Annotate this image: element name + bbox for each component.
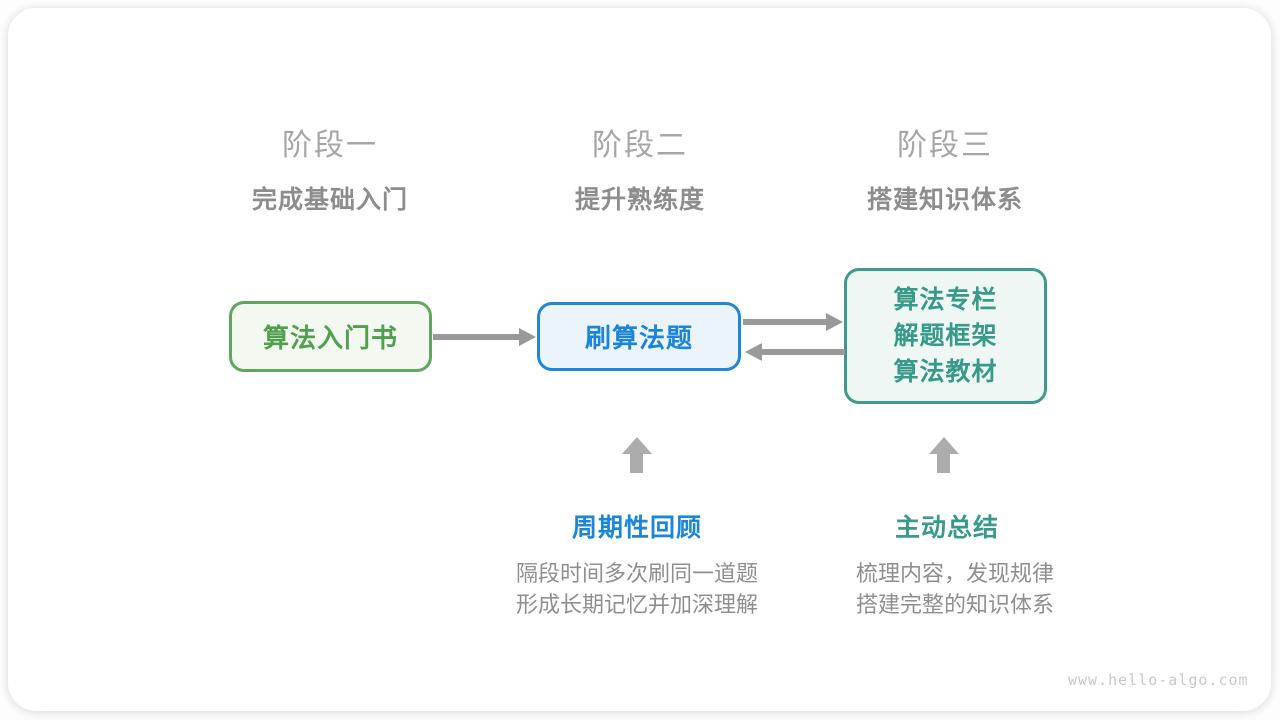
arrow-right-icon	[743, 319, 828, 325]
annotation-periodic-review-desc-line-1: 隔段时间多次刷同一道题	[515, 561, 758, 586]
node-knowledge-line-3: 算法教材	[893, 358, 998, 386]
stage-3-subtitle: 搭建知识体系	[866, 186, 1023, 214]
annotation-periodic-review-label: 周期性回顾	[571, 514, 702, 542]
up-arrow-icon	[622, 437, 652, 454]
node-knowledge-line-2: 解题框架	[893, 322, 998, 350]
annotation-active-summary-desc: 梳理内容，发现规律 搭建完整的知识体系	[785, 558, 1125, 620]
arrow-left-head-icon	[745, 343, 762, 361]
stage-1-subtitle: 完成基础入门	[251, 186, 408, 214]
stage-2-title: 阶段二	[592, 129, 688, 162]
watermark: www.hello-algo.com	[1068, 671, 1249, 689]
annotation-active-summary-label: 主动总结	[894, 514, 999, 542]
node-intro-book: 算法入门书	[229, 301, 432, 372]
arrow-left-icon	[760, 349, 845, 355]
up-arrow-stem	[630, 453, 643, 473]
annotation-periodic-review-desc: 隔段时间多次刷同一道题 形成长期记忆并加深理解	[467, 558, 807, 620]
stage-3-header: 阶段三 搭建知识体系	[785, 120, 1105, 216]
arrow-right-icon	[433, 334, 521, 340]
arrow-right-head-icon	[826, 313, 843, 331]
stage-2-header: 阶段二 提升熟练度	[480, 120, 800, 216]
stage-1-header: 阶段一 完成基础入门	[170, 120, 490, 216]
up-arrow-icon	[929, 437, 959, 454]
annotation-periodic-review-desc-line-2: 形成长期记忆并加深理解	[515, 592, 758, 617]
node-practice-problems: 刷算法题	[537, 302, 741, 371]
node-practice-problems-label: 刷算法题	[584, 323, 693, 353]
annotation-active-summary-desc-line-1: 梳理内容，发现规律	[855, 561, 1054, 586]
annotation-active-summary-desc-line-2: 搭建完整的知识体系	[855, 592, 1054, 617]
up-arrow-stem	[937, 453, 950, 473]
stage-1-title: 阶段一	[282, 129, 378, 162]
arrow-right-head-icon	[519, 328, 536, 346]
node-knowledge-sources: 算法专栏 解题框架 算法教材	[844, 268, 1047, 404]
node-intro-book-label: 算法入门书	[262, 323, 398, 353]
node-knowledge-line-1: 算法专栏	[893, 286, 998, 314]
stage-2-subtitle: 提升熟练度	[574, 186, 705, 214]
stage-3-title: 阶段三	[897, 129, 993, 162]
